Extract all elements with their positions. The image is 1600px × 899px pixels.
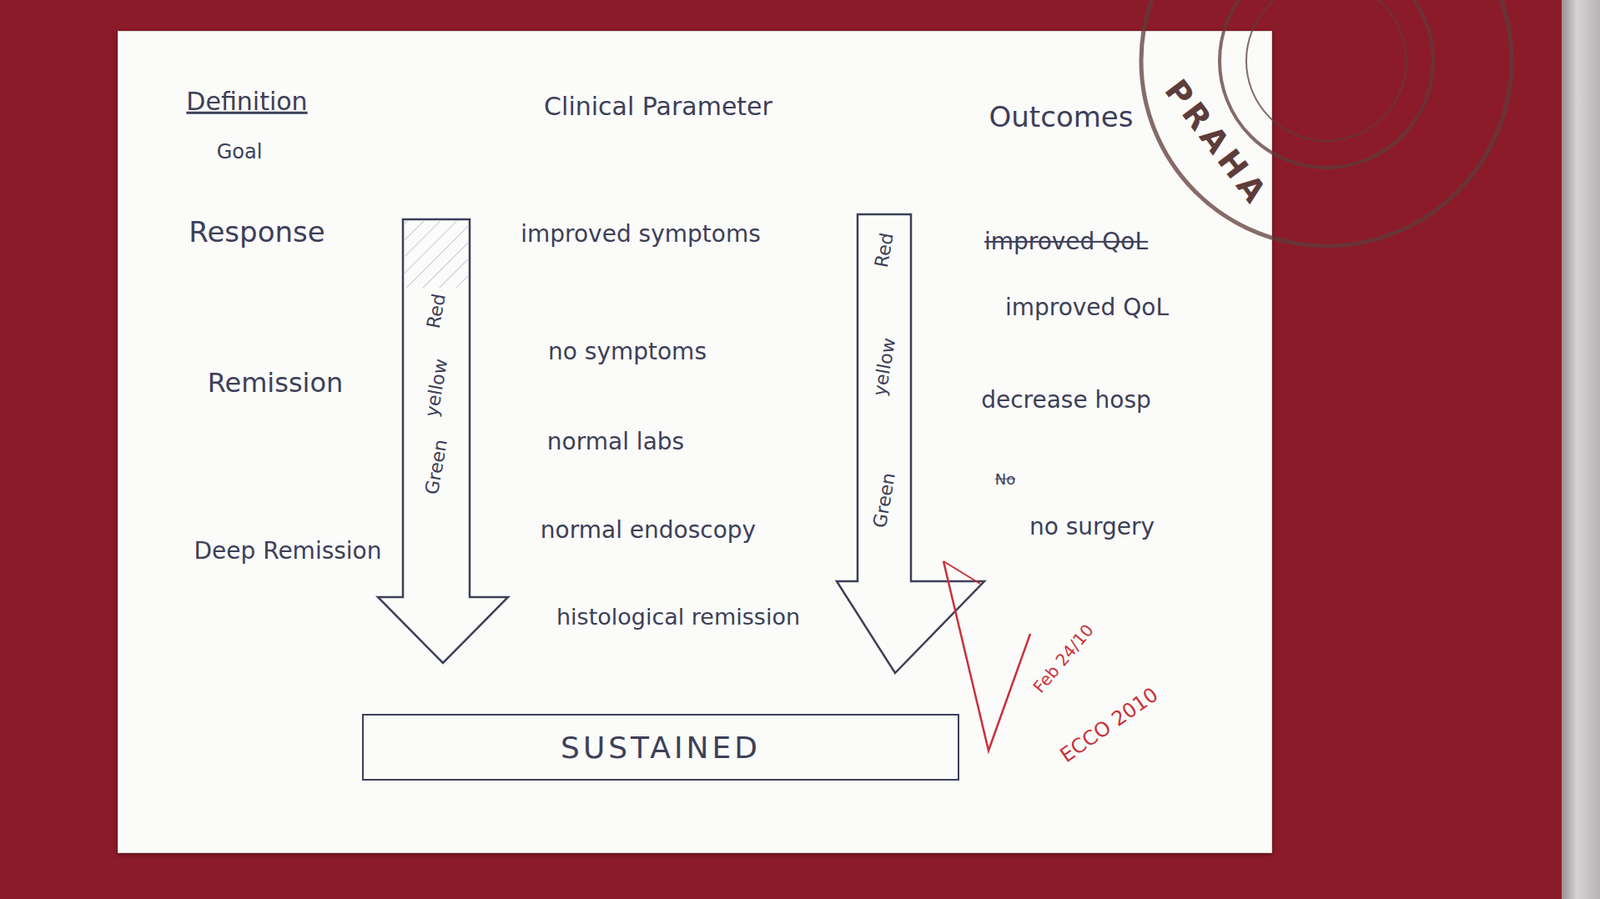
hatching	[404, 221, 468, 288]
goal-label: Deep Remission	[194, 538, 383, 565]
frame-strip	[1561, 0, 1600, 899]
column-heading: Outcomes	[989, 100, 1134, 134]
stamp	[1141, 0, 1512, 247]
outcome-label: decrease hosp	[981, 387, 1152, 414]
column-heading: Definition	[186, 87, 307, 117]
outcome-label: improved QoL	[1005, 294, 1169, 322]
parameter-label: improved symptoms	[520, 221, 761, 248]
signature-stroke	[943, 561, 981, 584]
signature-tick	[943, 561, 1031, 751]
parameter-label: normal labs	[547, 428, 685, 456]
goal-label: Response	[188, 216, 325, 249]
down-arrow	[836, 214, 985, 674]
outcome-label: no surgery	[1029, 513, 1155, 541]
outcome-label: No	[995, 471, 1016, 489]
sustained-band: SUSTAINED	[362, 714, 960, 781]
band-text: SUSTAINED	[560, 730, 761, 765]
goal-label: Remission	[207, 367, 344, 399]
outcome-label: improved QoL	[984, 228, 1148, 256]
column-heading: Goal	[216, 140, 263, 165]
down-arrow	[377, 219, 509, 664]
parameter-label: histological remission	[556, 603, 800, 630]
parameter-label: no symptoms	[548, 338, 707, 366]
parameter-label: normal endoscopy	[540, 517, 756, 544]
column-heading: Clinical Parameter	[543, 92, 773, 122]
